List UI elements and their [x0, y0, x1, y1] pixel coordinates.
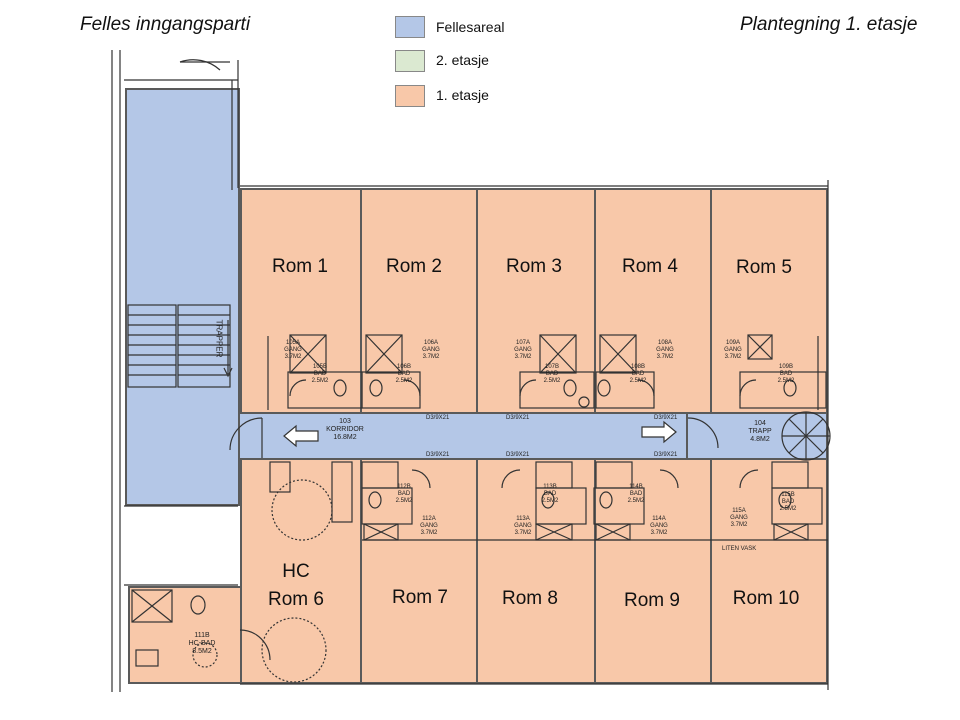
floorplan-title: Plantegning 1. etasje — [740, 14, 918, 35]
door-code-label: D3/9X21 — [506, 452, 530, 458]
room-3-label: Rom 3 — [506, 256, 562, 277]
door-code-label: D3/9X21 — [654, 415, 678, 421]
gang-label-112a: 112A GANG 3.7M2 — [420, 516, 438, 536]
bad-label-114b: 114B BAD 2.5M2 — [627, 484, 645, 504]
room-1 — [240, 188, 362, 414]
gang-label-109a: 109A GANG 3.7M2 — [724, 340, 742, 360]
bad-label-107b: 107B BAD 2.5M2 — [543, 364, 561, 384]
bad-label-106b: 106B BAD 2.5M2 — [395, 364, 413, 384]
gang-label-107a: 107A GANG 3.7M2 — [514, 340, 532, 360]
room-6 — [240, 458, 362, 684]
bad-label-105b: 105B BAD 2.5M2 — [311, 364, 329, 384]
legend-swatch-floor1 — [395, 85, 425, 107]
room-9-label: Rom 9 — [624, 590, 680, 611]
gang-label-113a: 113A GANG 3.7M2 — [514, 516, 532, 536]
hc-bath-area: 8.5M2 — [192, 648, 212, 655]
room-5 — [710, 188, 828, 414]
room-3 — [476, 188, 596, 414]
stair-area: 4.8M2 — [750, 436, 770, 443]
corridor-number: 103 — [339, 418, 351, 425]
door-code-label: D3/9X21 — [426, 415, 450, 421]
room-4-label: Rom 4 — [622, 256, 678, 277]
bad-label-115b: 115B BAD 2.5M2 — [779, 492, 797, 512]
stair-number: 104 — [754, 420, 766, 427]
legend-swatch-common — [395, 16, 425, 38]
hc-bath-name: HC-BAD — [188, 640, 216, 647]
corridor-name: KORRIDOR — [326, 426, 364, 433]
entrance-title: Felles inngangsparti — [80, 14, 251, 35]
door-code-label: D3/9X21 — [506, 415, 530, 421]
bad-label-108b: 108B BAD 2.5M2 — [629, 364, 647, 384]
room-10 — [710, 458, 828, 684]
room-10-label: Rom 10 — [732, 588, 800, 609]
gang-label-115a: 115A GANG 3.7M2 — [730, 508, 748, 528]
door-code-label: D3/9X21 — [426, 452, 450, 458]
small-sink-label: LITEN VASK — [722, 546, 757, 552]
legend-label-common: Fellesareal — [436, 19, 505, 35]
room-9 — [594, 458, 712, 684]
room-6-label-hc: HC — [282, 561, 310, 582]
bad-label-109b: 109B BAD 2.5M2 — [777, 364, 795, 384]
bad-label-113b: 113B BAD 2.5M2 — [541, 484, 559, 504]
stairs-vertical-label: TRAPPER — [214, 319, 224, 358]
gang-label-108a: 108A GANG 3.7M2 — [656, 340, 674, 360]
door-code-label: D3/9X21 — [654, 452, 678, 458]
room-8-label: Rom 8 — [502, 588, 558, 609]
room-5-label: Rom 5 — [736, 257, 792, 278]
gang-label-114a: 114A GANG 3.7M2 — [650, 516, 668, 536]
legend-label-floor2: 2. etasje — [436, 52, 489, 68]
room-2 — [360, 188, 478, 414]
bad-label-112b: 112B BAD 2.5M2 — [395, 484, 413, 504]
hc-bath-number: 111B — [194, 632, 210, 639]
gang-label-105a: 105A GANG 3.7M2 — [284, 340, 302, 360]
gang-label-106a: 106A GANG 3.7M2 — [422, 340, 440, 360]
room-6-label: Rom 6 — [268, 589, 324, 610]
room-7-label: Rom 7 — [392, 587, 448, 608]
legend-swatch-floor2 — [395, 50, 425, 72]
stair-name: TRAPP — [748, 428, 772, 435]
corridor-area: 16.8M2 — [333, 434, 357, 441]
legend-label-floor1: 1. etasje — [436, 87, 489, 103]
room-2-label: Rom 2 — [386, 256, 442, 277]
room-1-label: Rom 1 — [272, 256, 328, 277]
common-entrance-area — [125, 88, 240, 506]
